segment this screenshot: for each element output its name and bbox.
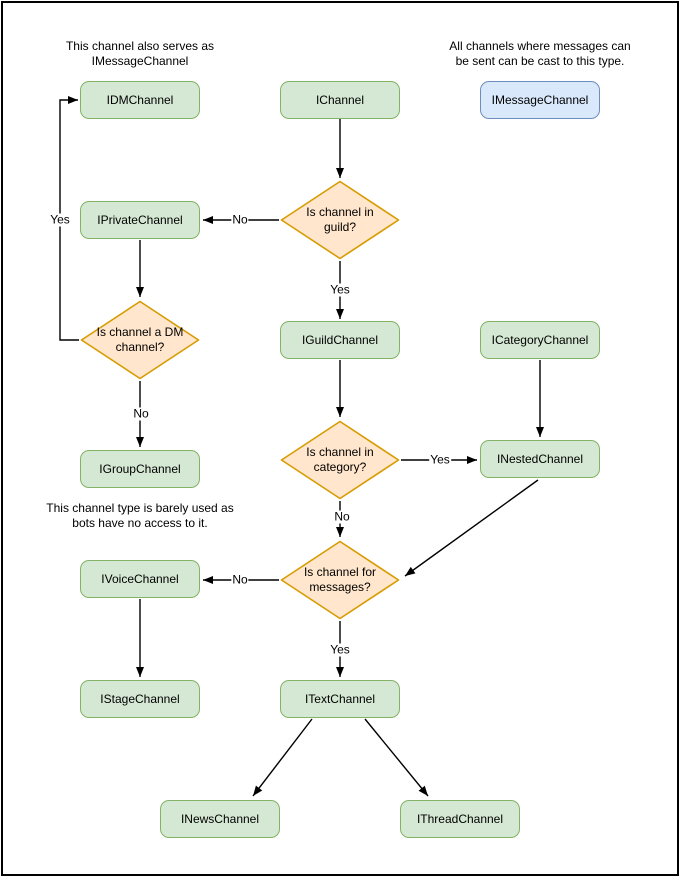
edge-label-dm-yes: Yes [49,212,71,227]
diamond-shape [280,540,400,620]
node-ithreadchannel: IThreadChannel [400,800,520,838]
edge-inestedchannel-to-messages-decision [404,479,539,577]
node-idmchannel: IDMChannel [80,81,200,119]
annotation-dm-note: This channel also serves as IMessageChan… [65,39,215,68]
node-inestedchannel: INestedChannel [480,440,600,478]
node-iprivatechannel: IPrivateChannel [80,201,200,239]
decision-label: Is channel a DM channel? [96,325,184,354]
decision-label: Is channel for messages? [303,565,377,594]
decision-label: Is channel in guild? [306,205,374,234]
diamond-shape [280,180,400,260]
annotation-group-note: This channel type is barely used as bots… [46,501,234,530]
diamond-shape [280,420,400,500]
node-ivoicechannel: IVoiceChannel [80,560,200,598]
decision-is-channel-in-category: Is channel in category? [280,420,400,500]
node-imessagechannel: IMessageChannel [480,81,600,119]
node-itextchannel: ITextChannel [280,680,400,718]
node-istagechannel: IStageChannel [80,680,200,718]
edge-label-category-no: No [333,509,351,524]
decision-is-channel-a-dm: Is channel a DM channel? [80,300,200,380]
edge-itextchannel-to-ithreadchannel [364,718,429,797]
edge-label-guild-yes: Yes [329,282,351,297]
edge-label-dm-no: No [132,406,150,421]
edge-label-messages-no: No [231,572,249,587]
node-icategorychannel: ICategoryChannel [480,321,600,359]
node-ichannel: IChannel [280,81,400,119]
node-iguildchannel: IGuildChannel [280,321,400,359]
decision-is-channel-in-guild: Is channel in guild? [280,180,400,260]
annotation-cast-note: All channels where messages can be sent … [449,39,631,68]
edge-itextchannel-to-inewschannel [252,718,313,797]
decision-label: Is channel in category? [306,445,374,474]
diamond-shape [80,300,200,380]
decision-is-channel-for-messages: Is channel for messages? [280,540,400,620]
node-igroupchannel: IGroupChannel [80,450,200,488]
edge-label-messages-yes: Yes [329,642,351,657]
node-inewschannel: INewsChannel [160,800,280,838]
edge-label-category-yes: Yes [429,452,451,467]
edge-label-guild-no: No [231,212,249,227]
